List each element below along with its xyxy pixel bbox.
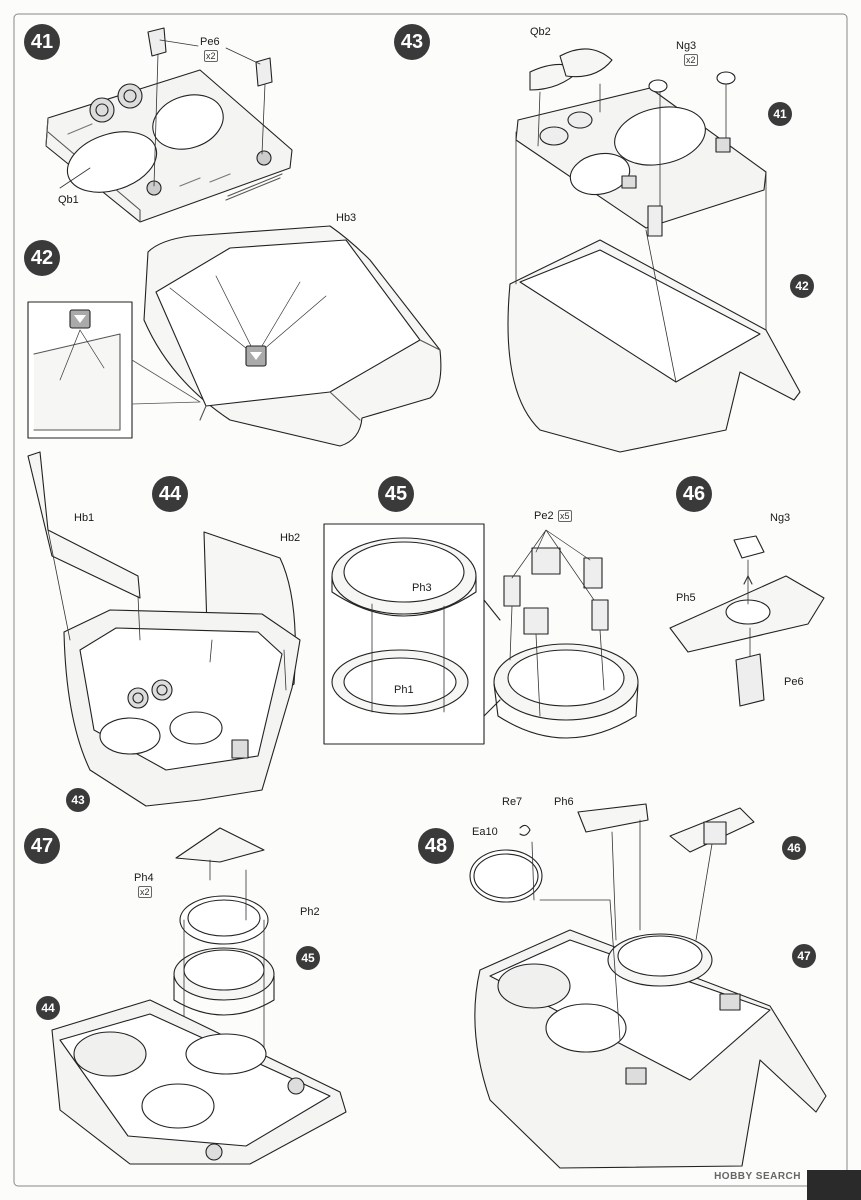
page-frame [13,13,848,1187]
part-label-re7: Re7 [502,796,523,808]
part-label-ph5: Ph5 [676,592,696,604]
page-number-tab [807,1170,861,1200]
step-48-drawing [469,803,827,1169]
step-43-drawing [507,48,801,453]
step-number-42: 42 [24,240,60,276]
step-45-drawing [323,523,639,745]
qty-badge-pe6: x2 [204,50,218,62]
part-label-ph4: Ph4 [134,872,154,884]
part-label-pe6: Pe6 [200,36,220,48]
part-label-pe2: Pe2 [534,510,554,522]
part-label-qb2: Qb2 [530,26,551,38]
ref-step-44: 44 [36,996,60,1020]
part-label-ea10: Ea10 [472,826,498,838]
step-number-44: 44 [152,476,188,512]
part-label-ph1: Ph1 [394,684,414,696]
ref-step-47: 47 [792,944,816,968]
part-label-ng3: Ng3 [676,40,697,52]
part-label-ng3-46: Ng3 [770,512,791,524]
step-number-47: 47 [24,828,60,864]
qty-badge-ng3: x2 [684,54,698,66]
part-label-hb3: Hb3 [336,212,357,224]
part-label-pe6-46: Pe6 [784,676,804,688]
part-label-hb1: Hb1 [74,512,95,524]
watermark: HOBBY SEARCH [714,1171,801,1182]
part-label-ph3: Ph3 [412,582,432,594]
step-number-43: 43 [394,24,430,60]
ref-step-46: 46 [782,836,806,860]
ref-step-41: 41 [768,102,792,126]
qty-badge-ph4: x2 [138,886,152,898]
step-number-45: 45 [378,476,414,512]
ref-step-45: 45 [296,946,320,970]
step-47-drawing [51,827,347,1165]
step-44-drawing [27,451,301,807]
qty-badge-pe2: x5 [558,510,572,522]
step-number-46: 46 [676,476,712,512]
ref-step-42: 42 [790,274,814,298]
part-label-ph2: Ph2 [300,906,320,918]
step-number-41: 41 [24,24,60,60]
part-label-hb2: Hb2 [280,532,301,544]
ref-step-43: 43 [66,788,90,812]
part-label-ph6: Ph6 [554,796,574,808]
step-46-drawing [669,535,825,707]
part-label-qb1: Qb1 [58,194,79,206]
step-42-drawing [27,225,442,447]
step-41-drawing [45,27,293,223]
step-number-48: 48 [418,828,454,864]
